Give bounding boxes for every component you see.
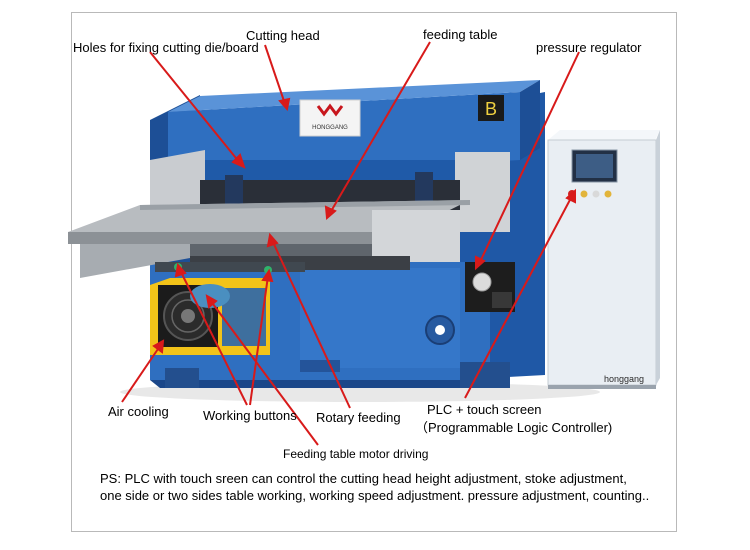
feeding-table-shape (68, 200, 470, 278)
callout-feeding-table (329, 41, 431, 214)
pressure-regulator-unit (465, 262, 515, 312)
callout-rotary-feeding (271, 239, 351, 409)
head-letter-panel (478, 95, 504, 121)
motor-icon (190, 284, 230, 308)
label-plc-full-name: （Programmable Logic Controller) (415, 420, 613, 435)
callout-lines (121, 41, 580, 446)
callout-plc (464, 195, 573, 399)
callout-motor-driving (209, 299, 319, 446)
pressure-gauge-icon (472, 272, 492, 292)
brand-logo-icon (316, 103, 344, 117)
label-pressure-regulator: pressure regulator (536, 40, 642, 55)
head-letter: B (485, 99, 497, 119)
label-plc-touch-screen: PLC + touch screen (427, 402, 542, 417)
label-rotary-feeding: Rotary feeding (316, 410, 401, 425)
label-motor-driving: Feeding table motor driving (283, 447, 429, 461)
note-line-2: one side or two sides table working, wor… (100, 488, 650, 503)
label-working-buttons: Working buttons (203, 408, 297, 423)
label-air-cooling: Air cooling (108, 404, 169, 419)
diagram-frame (71, 12, 677, 532)
callout-button-right (249, 275, 269, 406)
callout-cutting-head (264, 44, 286, 105)
callout-button-left (179, 269, 248, 406)
brand-badge-text: HONGGANG (312, 125, 348, 131)
air-cooling-unit (150, 278, 270, 355)
callout-pressure-regulator (478, 51, 580, 265)
note-line-1: PS: PLC with touch sreen can control the… (100, 471, 627, 486)
label-feeding-table: feeding table (423, 27, 498, 42)
label-holes: Holes for fixing cutting die/board (73, 40, 259, 55)
callout-holes (149, 51, 241, 164)
label-cutting-head: Cutting head (246, 28, 320, 43)
cabinet-brand: honggang (604, 374, 644, 384)
callout-air-cooling (121, 345, 161, 403)
control-cabinet: honggang (547, 130, 660, 389)
